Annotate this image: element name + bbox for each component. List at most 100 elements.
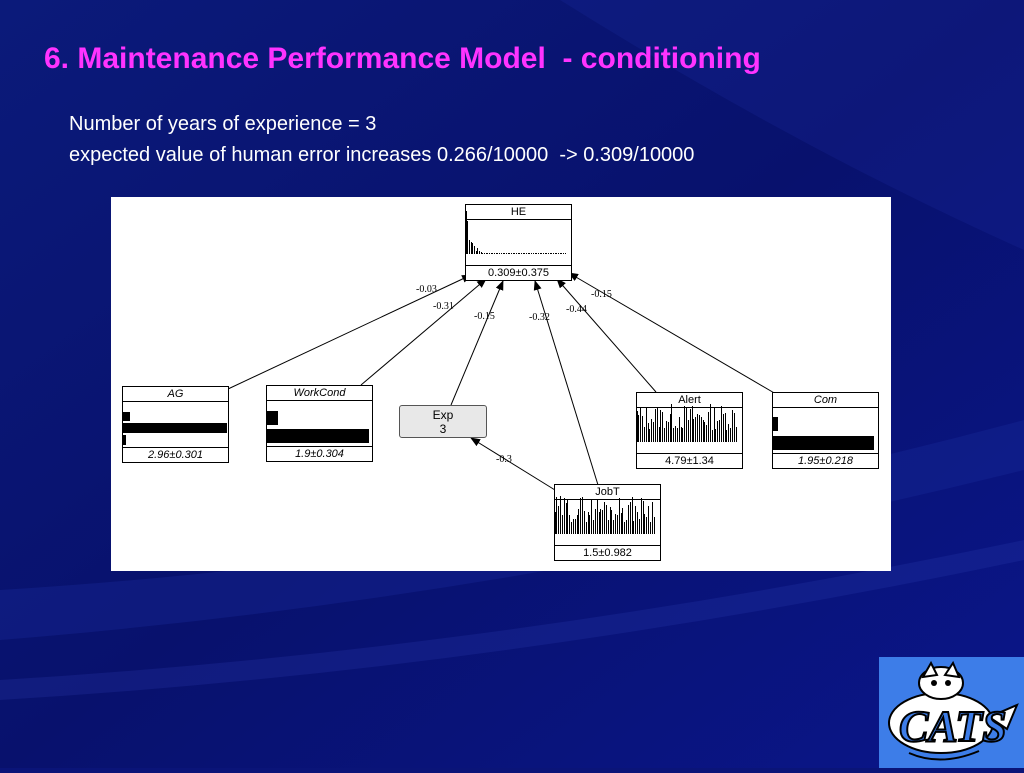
network-diagram-panel: -0.03 -0.31 -0.15 -0.32 -0.44 -0.15 -0.3… (111, 197, 891, 571)
histogram-bar (726, 430, 727, 442)
histogram-bar (725, 413, 726, 442)
histogram-bar (481, 252, 482, 254)
histogram-bar (518, 253, 519, 254)
histogram-bar (580, 498, 581, 534)
node-jobt[interactable]: JobT 1.5±0.982 (554, 484, 661, 561)
node-workcond-name: WorkCond (267, 386, 372, 401)
histogram-bar (610, 507, 611, 534)
histogram-bar (571, 522, 572, 534)
histogram-bar (606, 505, 607, 534)
histogram-bar (531, 253, 532, 254)
node-ag-histogram (123, 402, 228, 450)
histogram-bar (482, 253, 483, 254)
node-exp-name: Exp (432, 408, 454, 422)
histogram-bar (589, 515, 590, 534)
histogram-bar (471, 242, 472, 254)
histogram-bar (550, 253, 551, 254)
histogram-bar (575, 519, 576, 534)
histogram-bar (701, 417, 702, 442)
histogram-bar (543, 253, 544, 254)
node-jobt-value: 1.5±0.982 (555, 545, 660, 560)
histogram-bar (597, 499, 598, 534)
node-he[interactable]: HE 0.309±0.375 (465, 204, 572, 281)
histogram-bar (545, 253, 546, 254)
histogram-bar (511, 253, 512, 254)
histogram-bar (487, 253, 488, 254)
histogram-bar (679, 417, 680, 442)
histogram-bar (486, 253, 487, 254)
histogram-bar (497, 253, 498, 254)
node-com-value: 1.95±0.218 (773, 453, 878, 468)
histogram-bar (474, 246, 475, 254)
node-alert[interactable]: Alert 4.79±1.34 (636, 392, 743, 469)
histogram-bar (717, 421, 718, 442)
histogram-bar (712, 430, 713, 442)
edges-layer (227, 272, 777, 491)
histogram-bar (651, 419, 652, 442)
histogram-bar (521, 253, 522, 254)
histogram-bar (657, 407, 658, 442)
histogram-bar (675, 426, 676, 442)
node-ag[interactable]: AG 2.96±0.301 (122, 386, 229, 463)
histogram-bar (633, 521, 634, 534)
histogram-bar (699, 415, 700, 442)
node-alert-histogram (637, 404, 742, 456)
histogram-bar (529, 253, 530, 254)
histogram-bar (646, 407, 647, 442)
node-alert-name: Alert (637, 393, 742, 408)
histogram-bar (538, 253, 539, 254)
histogram-bar (553, 253, 554, 254)
histogram-bar (628, 505, 629, 534)
histogram-bar (577, 515, 578, 534)
histogram-bar (492, 253, 493, 254)
histogram-bar (649, 429, 650, 442)
histogram-bar (561, 253, 562, 254)
histogram-bar (681, 427, 682, 442)
node-exp[interactable]: Exp 3 (399, 405, 487, 438)
histogram-bar (541, 253, 542, 254)
node-workcond[interactable]: WorkCond 1.9±0.304 (266, 385, 373, 462)
node-com[interactable]: Com 1.95±0.218 (772, 392, 879, 469)
histogram-bar (635, 506, 636, 534)
histogram-bar (472, 243, 473, 254)
edge-jobt-he (533, 280, 599, 486)
histogram-bar (690, 409, 691, 442)
histogram-bar (613, 520, 614, 534)
histogram-bar (566, 503, 567, 534)
histogram-bar (653, 422, 654, 442)
node-ag-name: AG (123, 387, 228, 402)
histogram-bar (622, 508, 623, 534)
histogram-bar (509, 253, 510, 254)
cats-logo-text: CATS (899, 702, 1007, 751)
histogram-bar (528, 253, 529, 254)
histogram-bar (639, 519, 640, 534)
node-jobt-name: JobT (555, 485, 660, 500)
histogram-bar (736, 427, 737, 442)
histogram-bar (540, 253, 541, 254)
edge-label-jobt-exp: -0.3 (496, 454, 512, 465)
histogram-bar (644, 514, 645, 534)
edge-com-he (568, 272, 777, 395)
histogram-bar (582, 497, 583, 534)
histogram-bar (536, 253, 537, 254)
histogram-bar (467, 221, 468, 254)
histogram-bar (504, 253, 505, 254)
histogram-bar (551, 253, 552, 254)
histogram-bar (640, 407, 641, 442)
histogram-bar (643, 501, 644, 534)
histogram-bar (652, 502, 653, 534)
node-alert-value: 4.79±1.34 (637, 453, 742, 468)
node-ag-value: 2.96±0.301 (123, 447, 228, 462)
histogram-bar (604, 502, 605, 534)
histogram-bar (556, 497, 557, 534)
histogram-bar (715, 429, 716, 442)
histogram-bar (573, 519, 574, 534)
histogram-bar (710, 404, 711, 442)
histogram-bar (611, 510, 612, 534)
histogram-bar (508, 253, 509, 254)
histogram-bar (641, 498, 642, 534)
histogram-bar (719, 420, 720, 442)
histogram-bar (723, 414, 724, 442)
histogram-bar (476, 251, 477, 254)
node-jobt-histogram (555, 496, 660, 548)
